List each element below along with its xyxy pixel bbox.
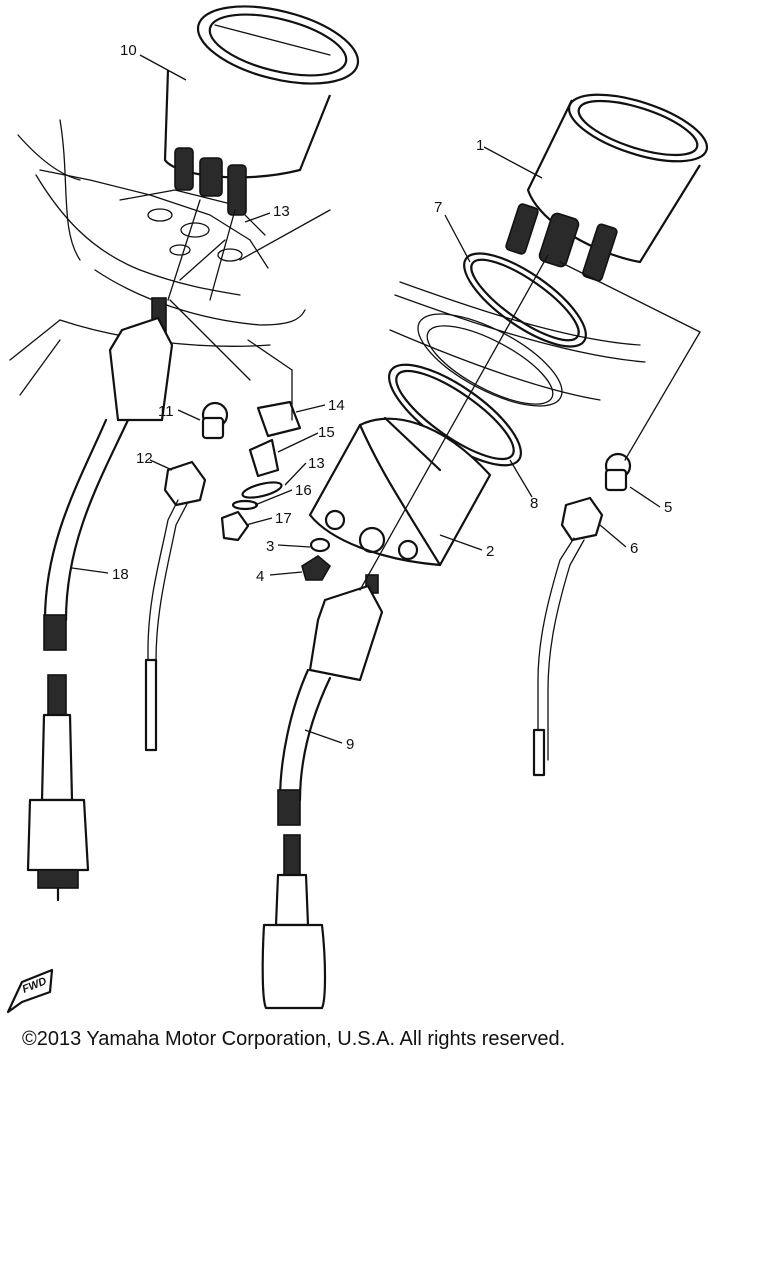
gauge-10 <box>163 5 360 216</box>
callout-14: 14 <box>328 397 345 414</box>
ring-7 <box>463 252 587 348</box>
callout-17: 17 <box>275 510 292 527</box>
copyright-notice: ©2013 Yamaha Motor Corporation, U.S.A. A… <box>22 1028 566 1050</box>
callout-15: 15 <box>318 424 335 441</box>
callout-6: 6 <box>630 540 638 557</box>
small-parts <box>144 400 332 752</box>
panel-contours-right <box>389 281 646 407</box>
callout-7: 7 <box>434 199 442 216</box>
callout-18: 18 <box>112 566 129 583</box>
callout-2: 2 <box>486 543 494 560</box>
cable-9 <box>261 574 384 1010</box>
bulb-socket-right <box>532 452 632 777</box>
callout-13-upper: 13 <box>273 203 290 220</box>
callout-8: 8 <box>530 495 538 512</box>
exploded-parts-diagram: FWD 10 1 7 13 11 12 14 15 13 16 17 3 <box>6 5 709 1014</box>
assembly-guide-lines <box>167 199 701 591</box>
callout-12: 12 <box>136 450 153 467</box>
callout-1: 1 <box>476 137 484 154</box>
callout-3: 3 <box>266 538 274 555</box>
callout-4: 4 <box>256 568 264 585</box>
fwd-arrow: FWD <box>6 968 54 1014</box>
callout-leaders <box>71 54 661 744</box>
callout-10: 10 <box>120 42 137 59</box>
cable-18 <box>26 297 174 902</box>
gauge-1 <box>505 93 709 282</box>
housing-2 <box>308 416 492 567</box>
callout-9: 9 <box>346 736 354 753</box>
callout-16: 16 <box>295 482 312 499</box>
callout-labels: 10 1 7 13 11 12 14 15 13 16 17 3 4 2 8 5… <box>112 42 672 753</box>
callout-13-lower: 13 <box>308 455 325 472</box>
callout-5: 5 <box>664 499 672 516</box>
callout-11: 11 <box>158 403 174 420</box>
